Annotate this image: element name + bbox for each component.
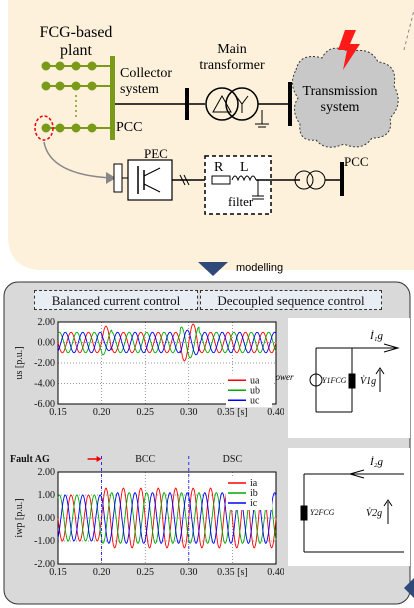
y-axis-label: iwp [p.u.] bbox=[14, 498, 25, 537]
x-tick-label: 0.35 [s] bbox=[217, 567, 248, 578]
transformer-primary bbox=[205, 87, 239, 121]
fault-annotation: Fault AG bbox=[10, 454, 50, 465]
x-tick-label: 0.40 bbox=[267, 407, 284, 418]
v1g-label: V̇1g bbox=[360, 376, 377, 387]
transmission-cloud bbox=[292, 47, 399, 148]
y-axis-label: us [p.u.] bbox=[14, 346, 25, 379]
current-chart: 2.00 1.00 0.00 -1.00 -2.000.15 0.20 0.25 0.30 0.… bbox=[10, 454, 284, 578]
grid-label: Transmission system bbox=[302, 84, 378, 115]
y-tick-label: -1.00 bbox=[34, 536, 55, 547]
collector-label: Collector system bbox=[120, 66, 173, 97]
series-uc bbox=[57, 329, 277, 356]
modelling-arrow bbox=[198, 262, 228, 276]
x-tick-label: 0.30 bbox=[180, 407, 198, 418]
i2g-label: İ₂g bbox=[370, 456, 383, 468]
bcc-annotation: BCC bbox=[135, 454, 155, 465]
filter-label: filter bbox=[228, 194, 254, 209]
y-tick-label: -2.00 bbox=[34, 559, 55, 570]
x-tick-label: 0.25 bbox=[136, 407, 154, 418]
v2g-label: V̇2g bbox=[366, 508, 383, 519]
l-label: L bbox=[240, 160, 249, 175]
y-tick-label: -4.00 bbox=[34, 379, 55, 390]
legend-label: ib bbox=[250, 488, 258, 499]
y-tick-label: -2.00 bbox=[34, 358, 55, 369]
x-tick-label: 0.35 [s] bbox=[217, 407, 248, 418]
pcc-label: PCC bbox=[116, 120, 143, 135]
y2fcg-label: Y2FCG bbox=[310, 508, 335, 517]
dsc-annotation: DSC bbox=[223, 454, 243, 465]
i1g-label: İ₁g bbox=[370, 330, 383, 342]
pcc2-label: PCC bbox=[344, 154, 369, 169]
plant-label: FCG-based plant bbox=[39, 24, 113, 59]
negative-sequence-circuit bbox=[300, 469, 404, 553]
selected-generator-marker bbox=[34, 115, 54, 141]
x-tick-label: 0.20 bbox=[93, 567, 111, 578]
x-tick-label: 0.30 bbox=[180, 567, 198, 578]
resistor bbox=[211, 175, 231, 185]
inductor bbox=[231, 175, 257, 182]
positive-sequence-circuit bbox=[309, 343, 400, 413]
transformer-label: Main transformer bbox=[199, 42, 265, 73]
x-tick-label: 0.25 bbox=[136, 567, 154, 578]
lightning-icon bbox=[338, 30, 360, 70]
decoupled-control-title: Decoupled sequence control bbox=[200, 290, 382, 310]
legend-label: ia bbox=[250, 478, 258, 489]
ipower-label: İpower bbox=[268, 372, 294, 382]
pec-label: PEC bbox=[144, 146, 168, 161]
y-tick-label: -6.00 bbox=[34, 399, 55, 410]
voltage-chart: 2.00 0.00 -2.00 -4.00 -6.000.15 0.20 0.25 0.30 0… bbox=[14, 317, 284, 418]
y-tick-label: 1.00 bbox=[38, 490, 56, 501]
y-tick-label: 0.00 bbox=[38, 513, 56, 524]
legend-label: ua bbox=[250, 375, 260, 386]
y-tick-label: 0.00 bbox=[38, 338, 56, 349]
legend-label: ub bbox=[250, 385, 260, 396]
y-tick-label: 2.00 bbox=[38, 467, 56, 478]
y-tick-label: 2.00 bbox=[38, 317, 56, 328]
filter-box bbox=[204, 155, 272, 215]
x-tick-label: 0.15 bbox=[49, 567, 67, 578]
x-tick-label: 0.40 bbox=[267, 567, 284, 578]
legend-label: ic bbox=[250, 498, 258, 509]
pec-converter bbox=[127, 159, 173, 201]
x-tick-label: 0.20 bbox=[93, 407, 111, 418]
balanced-control-title: Balanced current control bbox=[34, 290, 198, 310]
modelling-label: modelling bbox=[236, 262, 284, 274]
fault-arrow-head bbox=[96, 456, 102, 462]
legend-label: uc bbox=[250, 395, 260, 406]
r-label: R bbox=[214, 160, 224, 175]
y1fcg-label: Y1FCG bbox=[322, 376, 347, 385]
x-tick-label: 0.15 bbox=[49, 407, 67, 418]
